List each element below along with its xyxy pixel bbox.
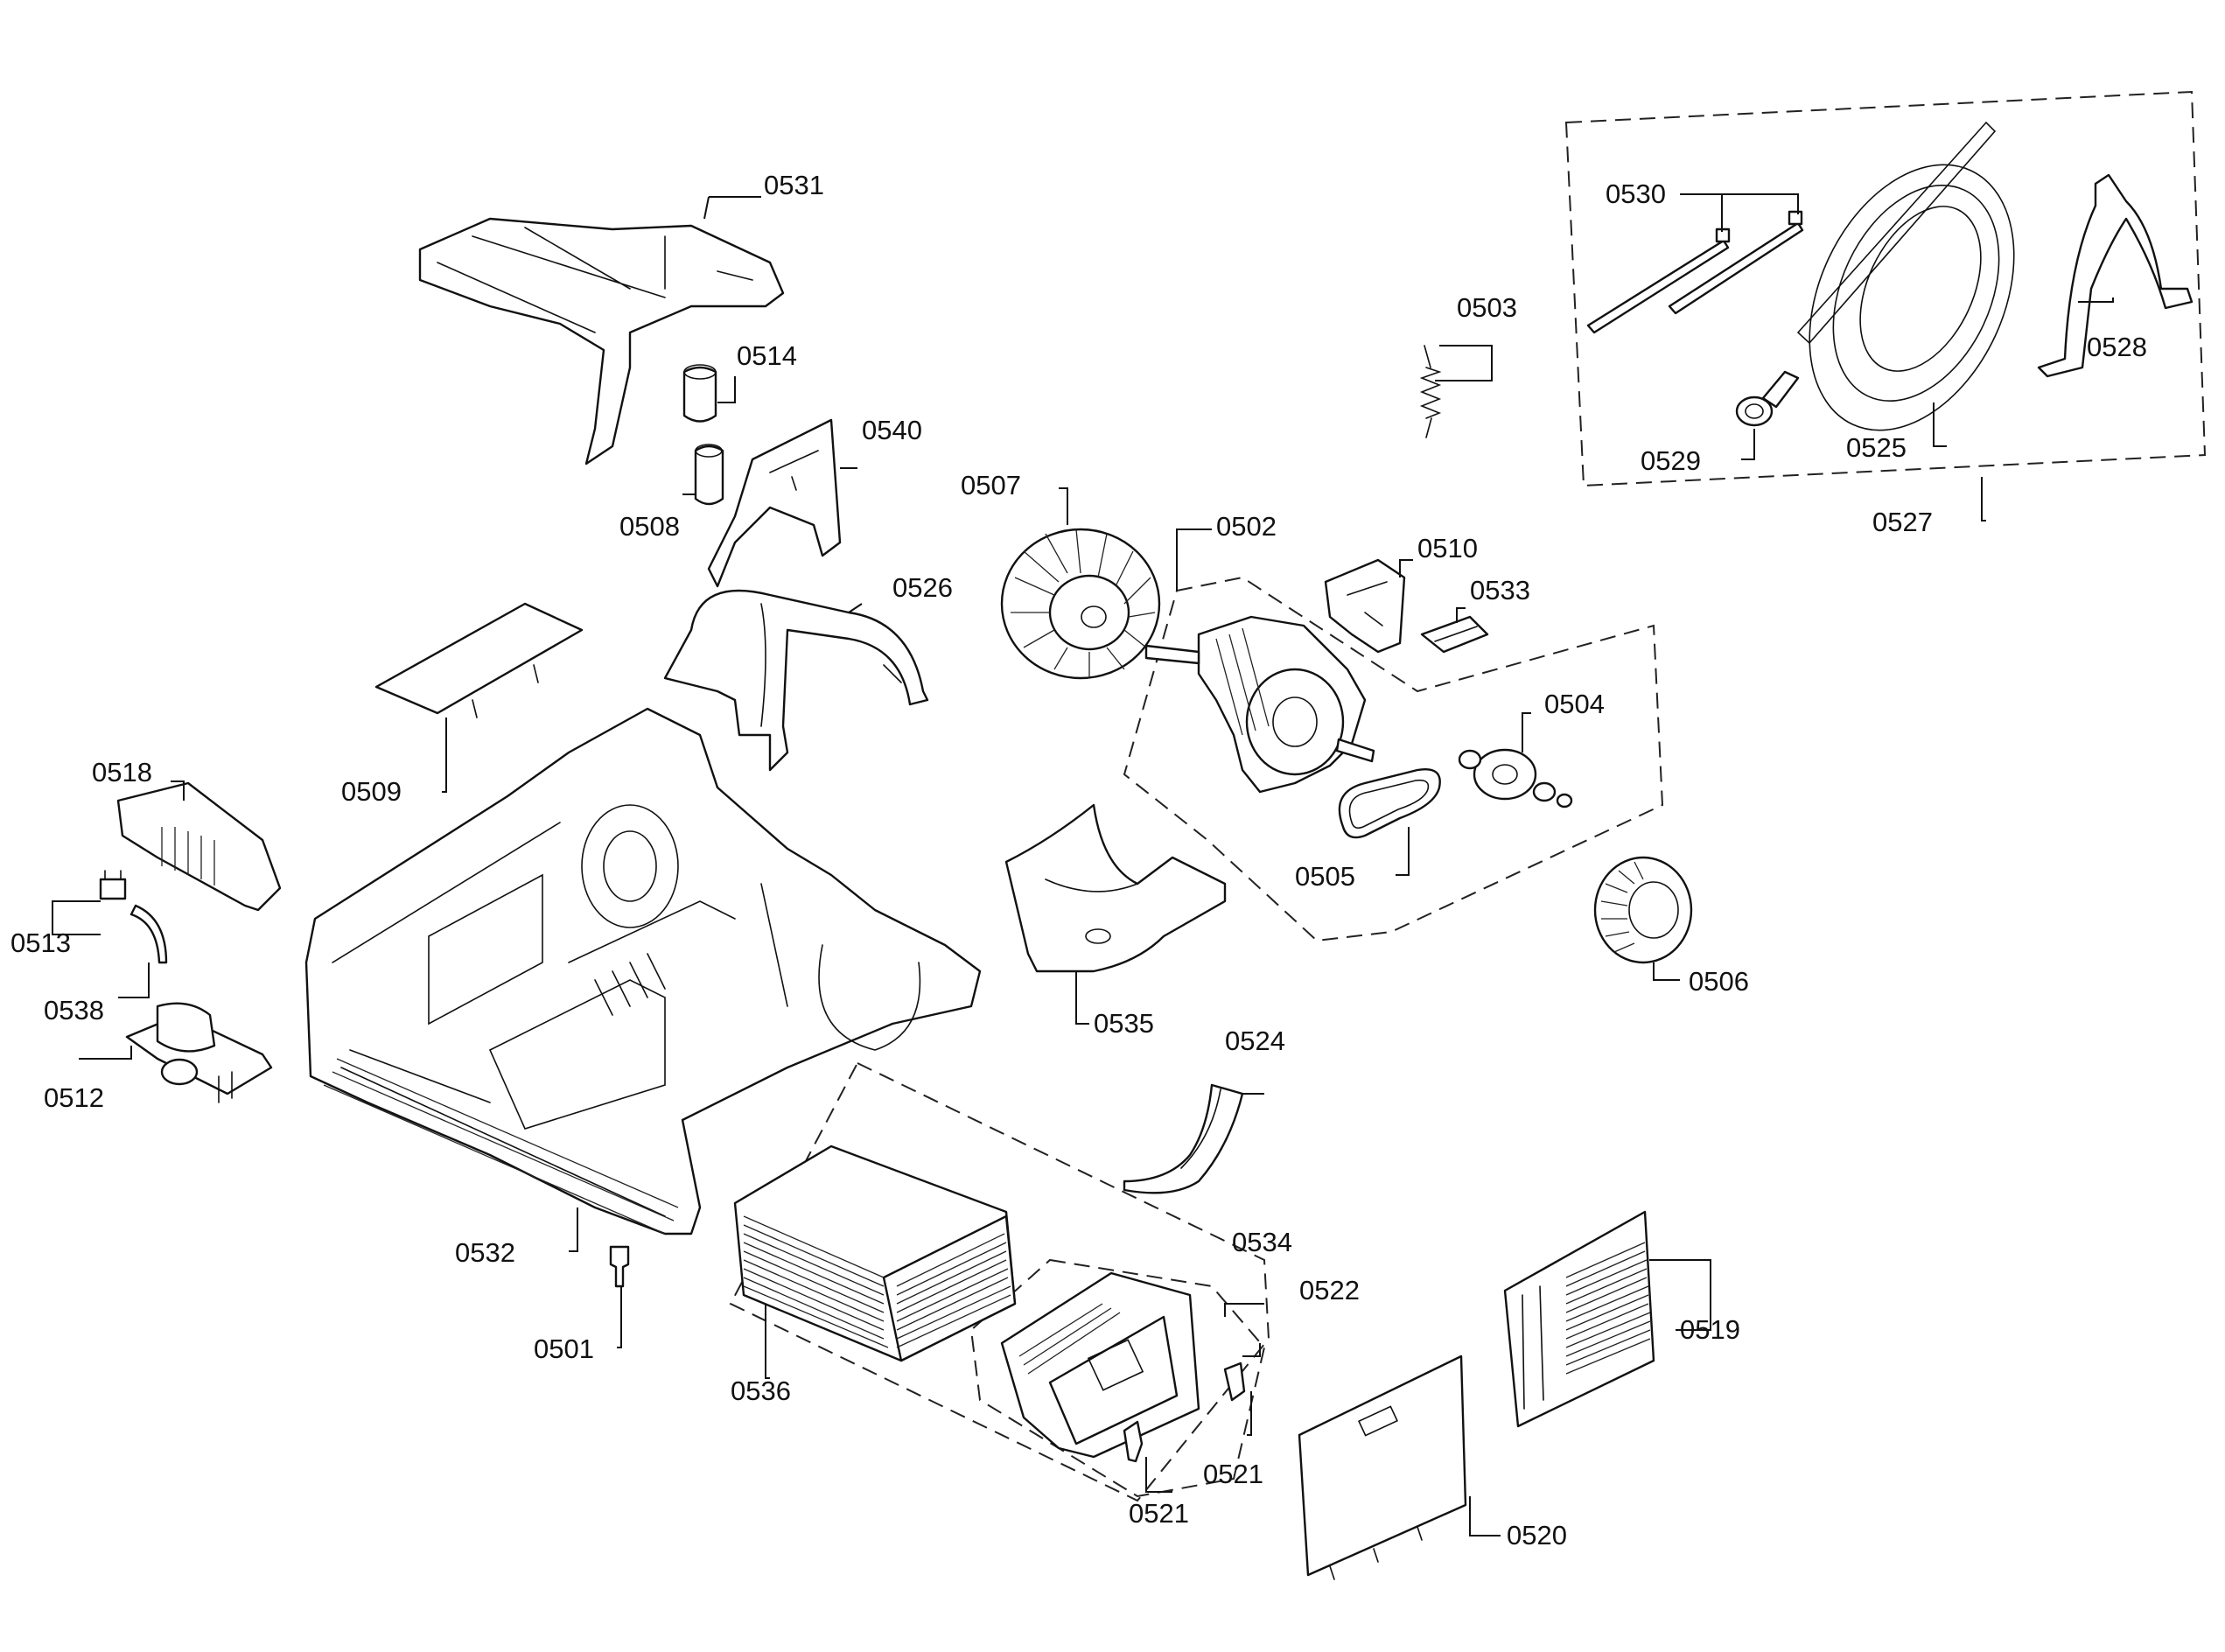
part-0510-bracket[interactable] [1324,558,1406,654]
part-0524-seal-strip[interactable] [1123,1083,1244,1194]
accessory-kit-group-outline [1564,90,2207,487]
part-0540-bracket[interactable] [707,418,842,588]
part-labels: 0531 0514 0540 0508 0526 0509 0518 0513 … [10,170,2147,1550]
label-0540: 0540 [862,415,922,445]
label-0503: 0503 [1457,292,1517,323]
part-0519-grille[interactable] [1503,1210,1655,1428]
part-0502-motor[interactable] [1144,615,1375,794]
label-0509: 0509 [341,776,402,807]
part-0520-door-panel[interactable] [1298,1354,1467,1580]
label-0538: 0538 [44,995,104,1026]
label-0513: 0513 [10,928,71,958]
label-0504: 0504 [1544,689,1605,719]
label-0520: 0520 [1507,1520,1567,1550]
leader-lines [52,193,2114,1536]
label-0501: 0501 [534,1334,594,1364]
part-0509-cover[interactable] [374,602,584,718]
part-0528-support-bracket[interactable] [2037,173,2194,378]
label-0532: 0532 [455,1237,515,1268]
part-0531-duct[interactable] [418,217,785,466]
label-0522: 0522 [1299,1275,1360,1306]
label-0508: 0508 [619,511,680,542]
part-0501-foot[interactable] [609,1245,630,1288]
label-0502: 0502 [1216,511,1277,542]
label-0530: 0530 [1606,178,1666,209]
part-0530-cable-tie-2[interactable] [1668,210,1804,315]
part-0526-air-channel[interactable] [663,589,929,772]
label-0524: 0524 [1225,1026,1285,1056]
label-0518: 0518 [92,757,152,788]
label-0527: 0527 [1872,507,1933,537]
part-0521-clip-upper[interactable] [1223,1362,1246,1402]
part-0518-cover[interactable] [116,781,282,912]
label-0526: 0526 [892,572,953,603]
part-0504-pulley[interactable] [1458,748,1573,808]
label-0529: 0529 [1641,445,1701,476]
part-0532-base[interactable] [304,707,982,1236]
label-0533: 0533 [1470,575,1530,606]
label-0521-upper: 0521 [1203,1459,1263,1489]
part-0513-connector[interactable] [99,870,127,900]
label-0507: 0507 [961,470,1021,500]
part-0525-hose-coil[interactable] [1769,121,2054,463]
label-0510: 0510 [1417,533,1478,564]
label-0505: 0505 [1295,861,1355,892]
label-0521-lower: 0521 [1129,1498,1189,1529]
part-0507-fan-wheel[interactable] [1000,528,1161,680]
label-0536: 0536 [731,1376,791,1406]
part-0538-hose[interactable] [129,904,168,964]
label-0514: 0514 [737,340,797,371]
part-0512-pump[interactable] [125,1002,273,1103]
label-0506: 0506 [1689,966,1749,997]
label-0519: 0519 [1680,1314,1740,1345]
label-0512: 0512 [44,1082,104,1113]
part-0514-sleeve[interactable] [682,364,717,423]
label-0525: 0525 [1846,432,1907,463]
part-0508-sleeve[interactable] [694,444,724,506]
part-0505-belt[interactable] [1338,768,1441,839]
label-0531: 0531 [764,170,824,200]
motor-assembly-group-outline [1123,576,1664,942]
part-0503-spring[interactable] [1419,345,1442,438]
part-0529-coupling[interactable] [1735,370,1800,427]
label-0528: 0528 [2087,332,2147,362]
part-0506-blower-wheel[interactable] [1593,856,1693,964]
part-0535-air-guide[interactable] [1004,803,1227,973]
part-0534-filter-frame[interactable] [1000,1271,1200,1459]
label-0534: 0534 [1232,1227,1292,1257]
part-0533-clip[interactable] [1420,615,1489,654]
part-0536-heat-exchanger[interactable] [733,1144,1017,1362]
part-0521-clip-lower[interactable] [1123,1420,1144,1463]
label-0535: 0535 [1094,1008,1154,1039]
